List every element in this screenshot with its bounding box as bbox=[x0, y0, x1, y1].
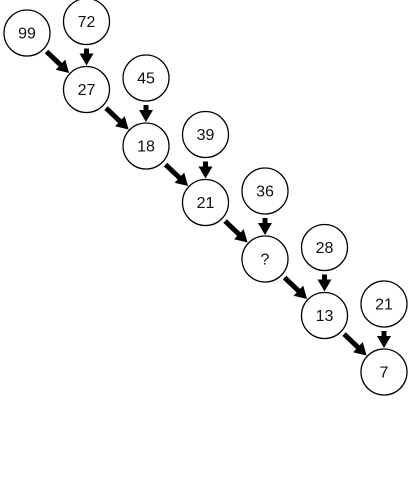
input-arrow bbox=[198, 161, 213, 179]
chain-node: 21 bbox=[181, 178, 230, 227]
chain-node-label: 99 bbox=[18, 26, 36, 43]
input-node-circle bbox=[122, 54, 170, 102]
input-node-label: 72 bbox=[78, 14, 96, 31]
input-node-circle bbox=[62, 0, 111, 46]
input-node: 39 bbox=[181, 110, 230, 159]
chain-node-label: 21 bbox=[197, 195, 215, 212]
input-arrow-head bbox=[258, 223, 272, 235]
input-arrow bbox=[317, 274, 332, 292]
chain-arrow bbox=[342, 332, 367, 356]
input-node-label: 39 bbox=[197, 127, 215, 144]
input-arrow bbox=[258, 218, 272, 235]
chain-arrow-shaft bbox=[223, 219, 242, 237]
chain-node-label: ? bbox=[261, 252, 270, 269]
input-arrow bbox=[139, 105, 153, 122]
chain-arrow bbox=[104, 106, 129, 130]
input-node-circle bbox=[181, 110, 230, 159]
chain-node-circle bbox=[181, 178, 230, 227]
chain-node-circle bbox=[360, 348, 408, 396]
chain-arrow-head bbox=[55, 59, 70, 73]
chain-node-circle bbox=[3, 9, 51, 57]
input-arrow bbox=[377, 331, 391, 348]
input-arrow-head bbox=[317, 279, 332, 292]
unknown-node: ? bbox=[241, 235, 289, 283]
chain-arrow-head bbox=[115, 116, 129, 130]
input-node-label: 36 bbox=[256, 184, 274, 201]
chain-node-circle bbox=[122, 122, 170, 170]
chain-arrow bbox=[282, 275, 308, 299]
input-arrow-head bbox=[377, 336, 391, 348]
input-node-circle bbox=[300, 223, 349, 272]
chain-arrow-shaft bbox=[282, 275, 301, 294]
chain-arrow-shaft bbox=[342, 332, 361, 350]
chain-node: 7 bbox=[360, 348, 408, 396]
input-arrow bbox=[79, 48, 94, 66]
chain-arrow bbox=[44, 49, 70, 73]
chain-node-circle bbox=[300, 291, 349, 340]
chain-arrow-head bbox=[293, 285, 308, 299]
chain-arrow-head bbox=[234, 229, 248, 243]
chain-arrow-head bbox=[174, 172, 189, 186]
input-node: 21 bbox=[360, 280, 408, 328]
chain-arrow bbox=[163, 162, 189, 186]
chain-node: 27 bbox=[62, 65, 111, 114]
nodes-layer: 99 27 18 21? 13 7 72 45 39 36 28 21 bbox=[3, 0, 408, 396]
input-node-circle bbox=[241, 167, 289, 215]
input-node-label: 45 bbox=[137, 71, 155, 88]
chain-node-label: 27 bbox=[78, 82, 96, 99]
input-arrow-head bbox=[139, 110, 153, 122]
chain-node-label: 18 bbox=[137, 139, 155, 156]
chain-node-label: 7 bbox=[380, 365, 389, 382]
arrows-layer bbox=[44, 48, 391, 356]
chain-arrow-shaft bbox=[44, 49, 63, 68]
input-node-label: 21 bbox=[375, 297, 393, 314]
chain-node-circle bbox=[62, 65, 111, 114]
chain-node: 13 bbox=[300, 291, 349, 340]
input-node: 36 bbox=[241, 167, 289, 215]
chain-arrow-head bbox=[353, 342, 367, 356]
input-node: 28 bbox=[300, 223, 349, 272]
chain-node-label: 13 bbox=[316, 308, 334, 325]
input-node: 72 bbox=[62, 0, 111, 46]
input-node-label: 28 bbox=[316, 240, 334, 257]
chain-node-circle bbox=[241, 235, 289, 283]
chain-node: 99 bbox=[3, 9, 51, 57]
input-node: 45 bbox=[122, 54, 170, 102]
input-arrow-head bbox=[198, 166, 213, 179]
chain-node: 18 bbox=[122, 122, 170, 170]
chain-arrow-shaft bbox=[163, 162, 182, 181]
chain-arrow bbox=[223, 219, 248, 243]
input-node-circle bbox=[360, 280, 408, 328]
chain-arrow-shaft bbox=[104, 106, 123, 124]
input-arrow-head bbox=[79, 53, 94, 66]
